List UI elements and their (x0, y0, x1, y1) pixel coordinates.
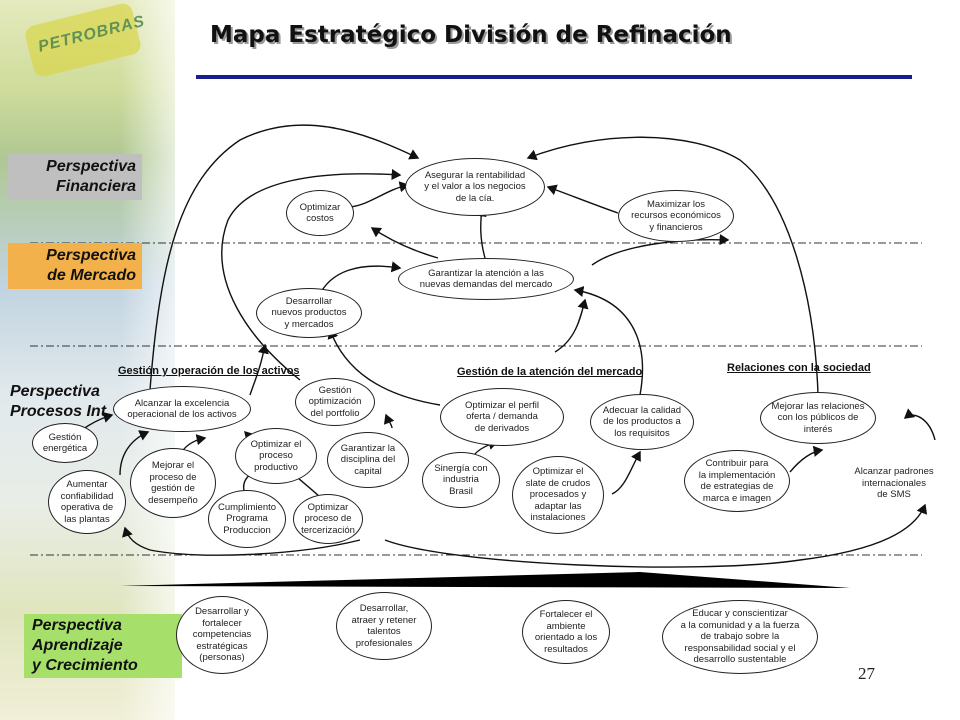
arrow-perfil-desarrollar (327, 328, 441, 406)
node-tercerizacion-label: Optimizar proceso de tercerización (301, 501, 355, 536)
perspective-aprendizaje: Perspectiva Aprendizaje y Crecimiento (24, 614, 182, 678)
perspective-dividers (30, 242, 922, 556)
node-asegurar-label: Asegurar la rentabilidad y el valor a lo… (424, 169, 526, 204)
perspective-procesos: Perspectiva Procesos Int (10, 382, 106, 422)
node-optimizar-costos: Optimizar costos (286, 190, 354, 236)
perspective-aprendizaje-label: Perspectiva Aprendizaje y Crecimiento (32, 617, 138, 674)
node-optimizar-costos-label: Optimizar costos (299, 201, 341, 225)
node-sms: Alcanzar padrones internacionales de SMS (840, 466, 948, 501)
title-underline (196, 75, 912, 79)
node-comunidad-label: Educar y conscientizar a la comunidad y … (680, 608, 800, 666)
node-sms-label: Alcanzar padrones internacionales de SMS (854, 466, 934, 500)
perspective-mercado-label: Perspectiva de Mercado (46, 247, 136, 284)
arrow-disciplina-small (383, 413, 395, 429)
node-calidad-label: Adecuar la calidad de los productos a lo… (602, 404, 682, 439)
node-desarrollar-productos: Desarrollar nuevos productos y mercados (256, 288, 362, 338)
section-activos: Gestión y operación de los activos (118, 365, 300, 377)
section-sociedad: Relaciones con la sociedad (727, 362, 871, 374)
arrow-slate-calidad (611, 450, 641, 495)
perspective-financiera: Perspectiva Financiera (8, 154, 142, 200)
perspective-mercado: Perspectiva de Mercado (8, 243, 142, 289)
node-calidad: Adecuar la calidad de los productos a lo… (590, 394, 694, 450)
node-competencias-label: Desarrollar y fortalecer competencias es… (192, 606, 252, 664)
node-portfolio: Gestión optimización del portfolio (295, 378, 375, 426)
node-competencias: Desarrollar y fortalecer competencias es… (176, 596, 268, 674)
arrow-base-confiabilidad (122, 526, 361, 556)
node-confiabilidad-label: Aumentar confiabilidad operativa de las … (60, 479, 114, 525)
page-number: 27 (858, 664, 875, 683)
arrow-garantizar-left (370, 227, 439, 259)
arrow-outer-right-asegurar (526, 136, 819, 396)
node-garantizar-atencion: Garantizar la atención a las nuevas dema… (398, 258, 574, 300)
node-portfolio-label: Gestión optimización del portfolio (308, 384, 362, 419)
arrow-portfolio-asegurar (221, 168, 402, 381)
node-contribuir: Contribuir para la implementación de est… (684, 450, 790, 512)
arrow-calidad-garantizar (573, 285, 644, 396)
arrow-perfil-garantizar (554, 298, 589, 353)
node-perfil-label: Optimizar el perfil oferta / demanda de … (465, 399, 539, 434)
node-cumplimiento: Cumplimiento Programa Produccion (208, 490, 286, 548)
node-garantizar-atencion-label: Garantizar la atención a las nuevas dema… (419, 267, 553, 291)
arrow-base-sms (384, 503, 928, 568)
arrow-garantizar-right (591, 234, 730, 266)
node-desempeno: Mejorar el proceso de gestión de desempe… (130, 448, 216, 518)
arrow-excelencia-desarrollar (249, 343, 269, 396)
node-talentos: Desarrollar, atraer y retener talentos p… (336, 592, 432, 660)
node-cumplimiento-label: Cumplimiento Programa Produccion (217, 501, 277, 536)
node-maximizar-label: Maximizar los recursos económicos y fina… (631, 198, 721, 233)
node-sinergia: Sinergía con industria Brasil (422, 452, 500, 508)
perspective-procesos-label: Perspectiva Procesos Int (10, 383, 107, 420)
arrow-sms-relaciones (903, 408, 936, 441)
node-desempeno-label: Mejorar el proceso de gestión de desempe… (148, 460, 198, 506)
node-maximizar: Maximizar los recursos económicos y fina… (618, 190, 734, 242)
node-tercerizacion: Optimizar proceso de tercerización (293, 494, 363, 544)
node-proceso-productivo-label: Optimizar el proceso productivo (250, 438, 302, 473)
node-excelencia: Alcanzar la excelencia operacional de lo… (113, 386, 251, 432)
arrow-outer-left-asegurar (149, 124, 420, 391)
node-energetica-label: Gestión energética (42, 431, 88, 455)
node-ambiente-label: Fortalecer el ambiente orientado a los r… (534, 609, 598, 655)
arrow-costos-asegurar (349, 181, 410, 208)
node-sinergia-label: Sinergía con industria Brasil (434, 462, 488, 497)
node-comunidad: Educar y conscientizar a la comunidad y … (662, 600, 818, 674)
arrow-contribuir-relaciones (789, 445, 824, 473)
section-mercado: Gestión de la atención del mercado (457, 366, 643, 378)
node-excelencia-label: Alcanzar la excelencia operacional de lo… (127, 397, 237, 421)
node-desarrollar-productos-label: Desarrollar nuevos productos y mercados (271, 295, 347, 330)
node-proceso-productivo: Optimizar el proceso productivo (235, 428, 317, 484)
node-slate: Optimizar el slate de crudos procesados … (512, 456, 604, 534)
node-disciplina: Garantizar la disciplina del capital (327, 432, 409, 488)
node-energetica: Gestión energética (32, 423, 98, 463)
node-confiabilidad: Aumentar confiabilidad operativa de las … (48, 470, 126, 534)
foundation-wedge (120, 572, 850, 588)
node-slate-label: Optimizar el slate de crudos procesados … (525, 466, 591, 524)
background-fade (120, 0, 200, 720)
perspective-financiera-label: Perspectiva Financiera (46, 158, 136, 195)
node-perfil: Optimizar el perfil oferta / demanda de … (440, 388, 564, 446)
page-title: Mapa Estratégico División de Refinación (210, 22, 732, 48)
node-ambiente: Fortalecer el ambiente orientado a los r… (522, 600, 610, 664)
arrow-confiabilidad-excelencia (119, 430, 150, 476)
node-relaciones-label: Mejorar las relaciones con los públicos … (771, 400, 865, 435)
node-talentos-label: Desarrollar, atraer y retener talentos p… (351, 603, 417, 649)
node-disciplina-label: Garantizar la disciplina del capital (340, 442, 396, 477)
node-contribuir-label: Contribuir para la implementación de est… (698, 458, 776, 504)
node-asegurar: Asegurar la rentabilidad y el valor a lo… (405, 158, 545, 216)
node-relaciones: Mejorar las relaciones con los públicos … (760, 392, 876, 444)
arrow-maximizar-asegurar (546, 184, 619, 214)
